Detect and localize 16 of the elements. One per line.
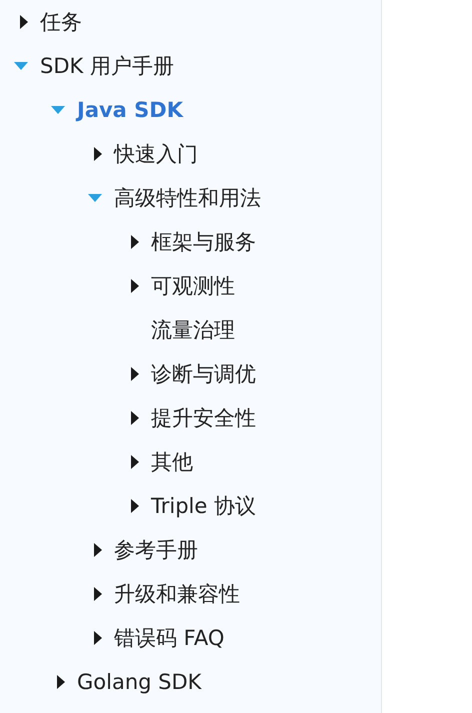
nav-link: SDK 用户手册 — [40, 53, 174, 79]
nav-link: Java SDK — [77, 97, 183, 123]
nav-link: 流量治理 — [151, 317, 235, 343]
nav-link: Triple 协议 — [151, 493, 256, 519]
nav-link: 参考手册 — [114, 537, 198, 563]
nav-link: 高级特性和用法 — [114, 185, 261, 211]
nav-link: Golang SDK — [77, 669, 202, 695]
nav-link: 其他 — [151, 449, 193, 475]
nav-link: 诊断与调优 — [151, 361, 256, 387]
nav-link: 快速入门 — [114, 141, 198, 167]
nav-link: 错误码 FAQ — [114, 625, 224, 651]
nav-link: 升级和兼容性 — [114, 581, 240, 607]
nav-link: 可观测性 — [151, 273, 235, 299]
nav-link: 框架与服务 — [151, 229, 256, 255]
nav-link: 任务 — [40, 9, 82, 35]
nav-link: 提升安全性 — [151, 405, 256, 431]
